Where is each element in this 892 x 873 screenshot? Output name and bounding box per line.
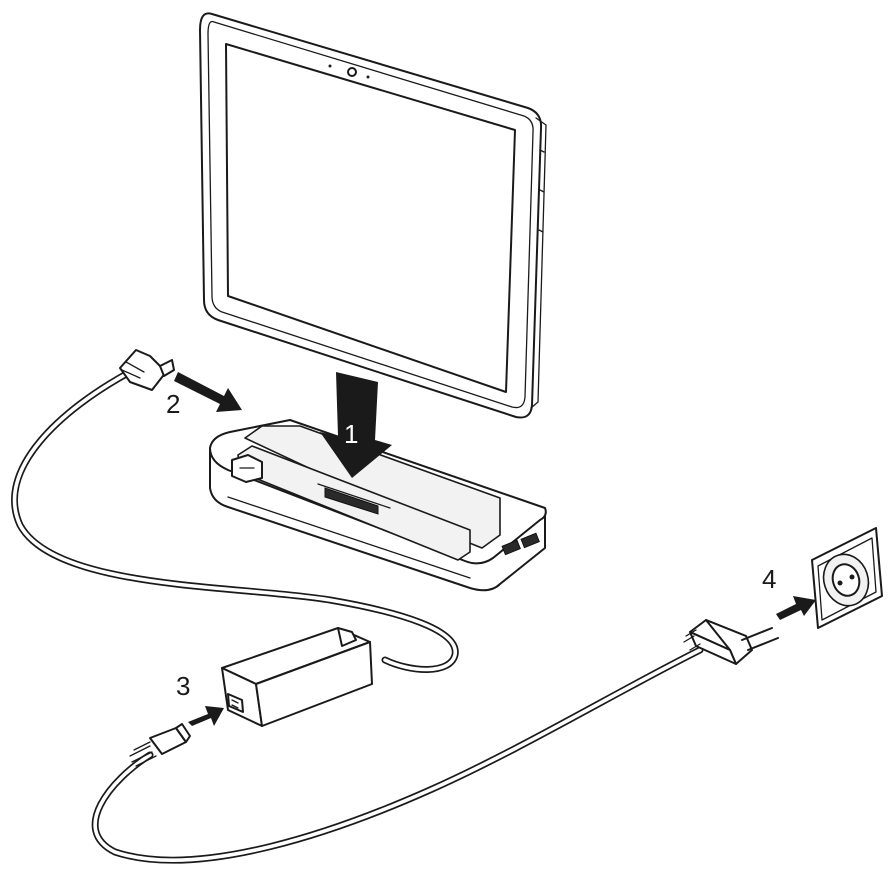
ac-connector — [129, 723, 191, 767]
step-3-label: 3 — [176, 671, 190, 701]
usb-port — [501, 539, 521, 556]
mains-plug — [683, 619, 779, 665]
dc-cable — [11, 368, 459, 673]
wall-socket — [811, 527, 883, 629]
ac-inlet — [227, 693, 244, 713]
step-1-arrow — [320, 372, 392, 478]
tablet-screen — [225, 43, 516, 393]
camera-icon — [347, 67, 357, 77]
step-4-arrow — [776, 596, 816, 620]
step-2-arrow — [174, 372, 242, 412]
usb-port — [520, 532, 540, 549]
step-4-label: 4 — [762, 564, 776, 594]
step-2-label: 2 — [166, 389, 180, 419]
step-1-label: 1 — [344, 419, 358, 449]
dc-plug — [119, 349, 175, 391]
power-adapter — [221, 627, 373, 727]
dock-connector — [324, 487, 379, 515]
docking-cradle — [209, 419, 547, 592]
ac-cable — [91, 646, 704, 864]
step-3-arrow — [188, 706, 224, 726]
tablet — [199, 12, 547, 419]
